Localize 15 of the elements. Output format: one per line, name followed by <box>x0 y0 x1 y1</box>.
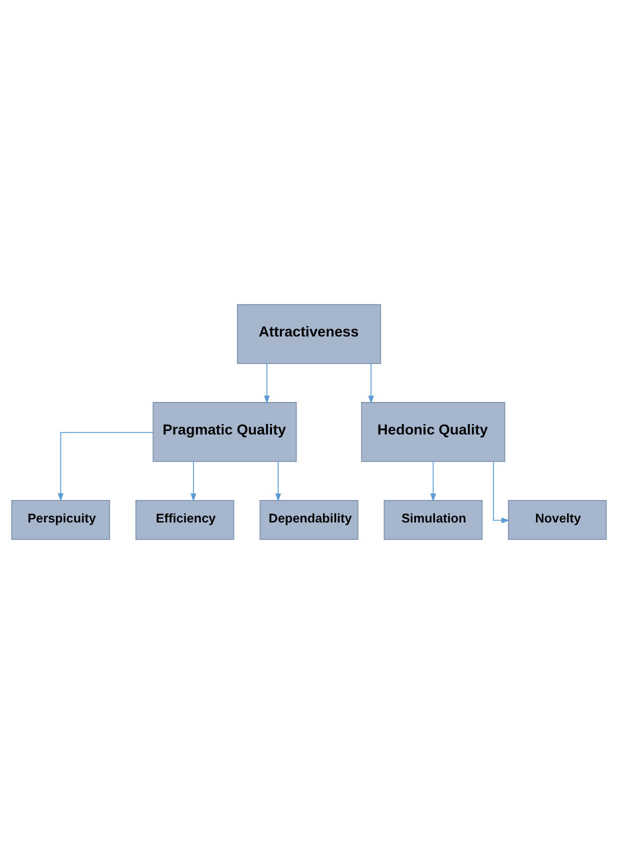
node-box: Dependability <box>260 499 358 540</box>
arrow <box>493 460 510 523</box>
node-box: Novelty <box>508 499 607 540</box>
arrow <box>368 362 374 404</box>
arrow <box>190 460 196 502</box>
node-box: Hedonic Quality <box>361 402 506 462</box>
arrow <box>58 431 154 501</box>
node-box: Efficiency <box>135 499 234 540</box>
node-box: Simulation <box>384 499 483 540</box>
node-box: Perspicuity <box>11 499 110 540</box>
node-box: Attractiveness <box>236 304 382 364</box>
arrow <box>275 460 282 502</box>
arrow <box>430 460 436 502</box>
arrow <box>264 362 270 404</box>
node-box: Pragmatic Quality <box>152 402 297 462</box>
